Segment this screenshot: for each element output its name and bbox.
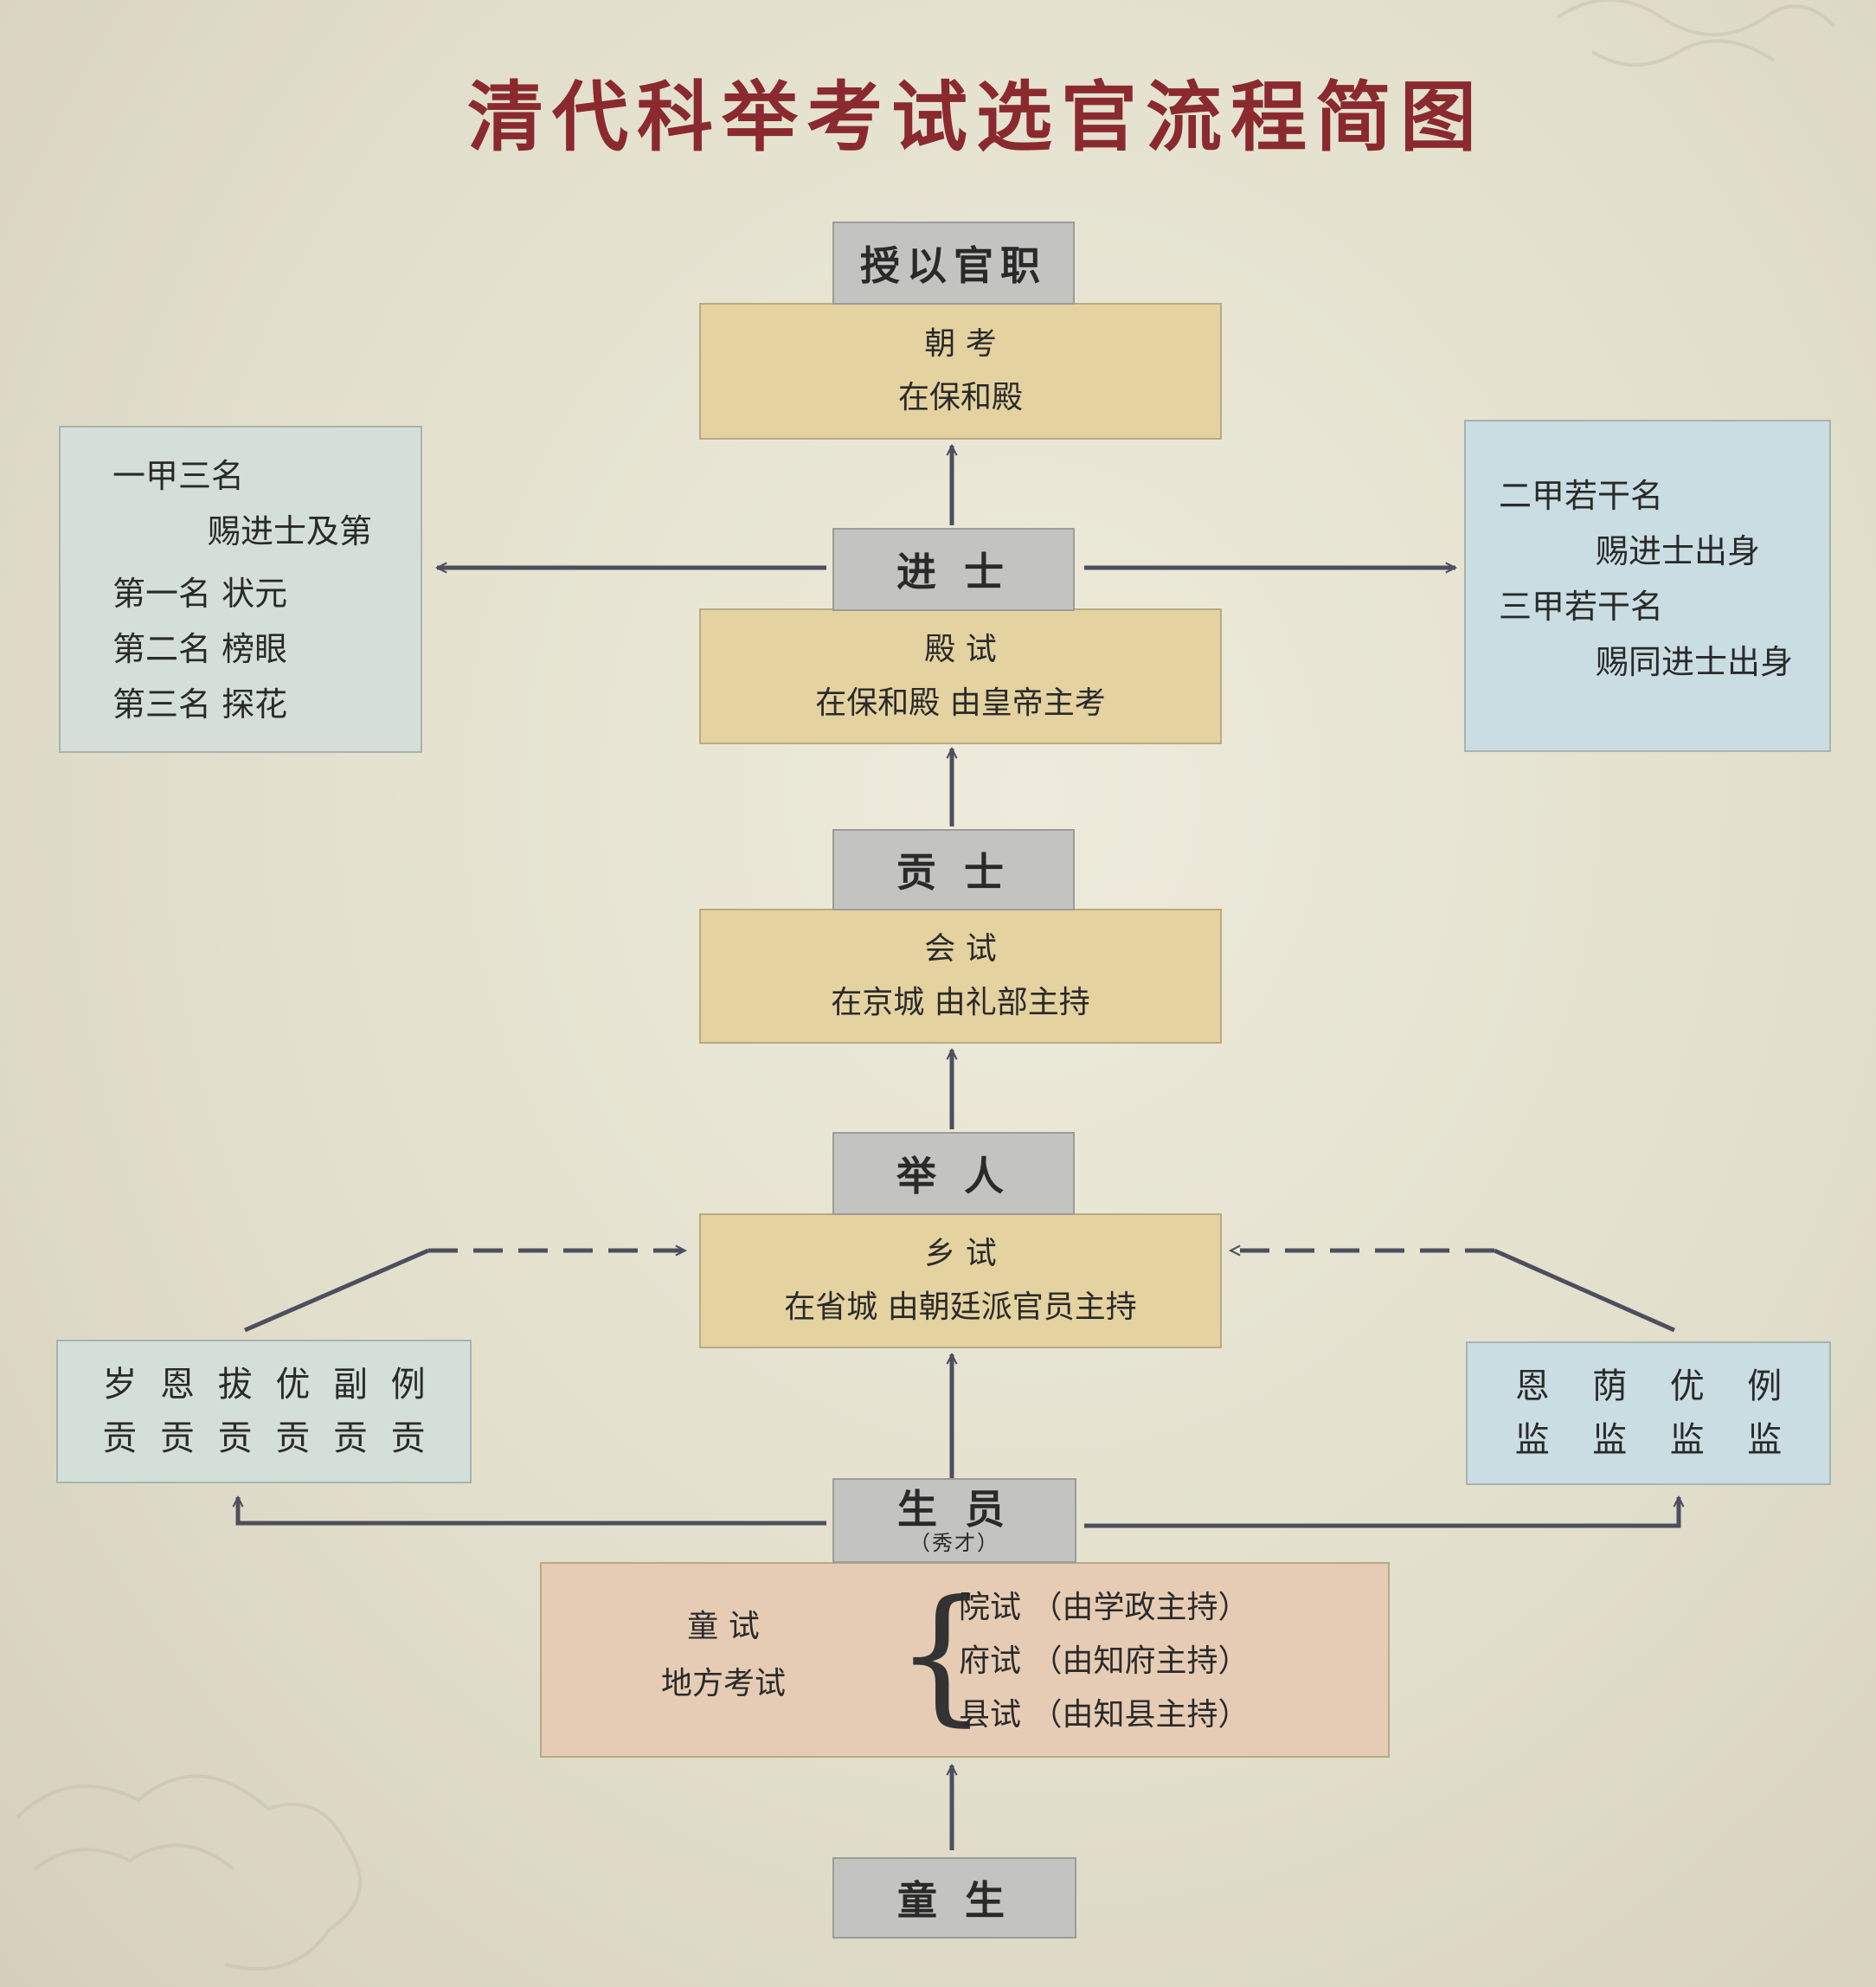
exam-chaokao-name: 朝 考 [924,326,997,362]
cloud-bottom-left [16,1774,362,1971]
yijia-sub: 赐进士及第 [208,512,373,550]
jian-top-2: 优 [1669,1366,1705,1406]
erjia-box: 二甲若干名 赐进士出身 三甲若干名 赐同进士出身 [1464,420,1831,752]
yijia-row-tanhua: 第三名 探花 [112,685,288,723]
gong-top-5: 例 [390,1365,426,1405]
exam-tongshi-desc: 地方考试 [660,1666,786,1701]
line-jian-diagonal [1493,1248,1676,1333]
rank-shengyuan-note: （秀才） [909,1531,999,1555]
gong-top-3: 优 [275,1365,311,1405]
exam-chaokao: 朝 考 在保和殿 [699,303,1222,440]
rank-jinshi: 进 士 [832,528,1075,611]
exam-dianshi-name: 殿 试 [924,631,997,667]
exam-dianshi: 殿 试 在保和殿 由皇帝主考 [699,608,1222,744]
exam-tongshi: 童 试 地方考试 { 院试 （由学政主持） 府试 （由知府主持） 县试 （由知县… [540,1562,1390,1758]
erjia-line3: 三甲若干名 [1499,588,1664,626]
cloud-bottom-left-2 [33,1843,235,1871]
tongshi-level-yuanshi: 院试 （由学政主持） [959,1590,1250,1625]
gong-top-2: 拔 [217,1365,253,1405]
jian-top-0: 恩 [1514,1366,1550,1406]
exam-tongshi-name: 童 试 [687,1609,760,1644]
gong-box: 岁 恩 拔 优 副 例 贡 贡 贡 贡 贡 贡 [56,1340,472,1483]
cloud-top-right-2 [1590,39,1776,67]
rank-gongshi: 贡 士 [832,829,1075,910]
tongshi-level-xianshi: 县试 （由知县主持） [959,1697,1250,1733]
exam-xiangshi-desc: 在省城 由朝廷派官员主持 [784,1289,1137,1325]
erjia-line1: 二甲若干名 [1499,477,1664,515]
cloud-top-right [1556,0,1836,36]
exam-xiangshi: 乡 试 在省城 由朝廷派官员主持 [699,1213,1222,1348]
gong-bottom-3: 贡 [275,1418,311,1458]
gong-top-1: 恩 [159,1365,195,1405]
rank-gongshi-label: 贡 士 [896,849,1011,896]
exam-huishi: 会 试 在京城 由礼部主持 [699,909,1222,1044]
brace-icon: { [895,1569,989,1740]
tongshi-level-fushi: 府试 （由知府主持） [959,1643,1250,1679]
erjia-line4: 赐同进士出身 [1596,643,1794,681]
gong-bottom-1: 贡 [159,1418,195,1458]
yijia-row-bangyan: 第二名 榜眼 [112,630,288,668]
jian-bottom-2: 监 [1669,1420,1705,1460]
arrow-shengyuan-to-gong [238,1497,826,1526]
exam-xiangshi-name: 乡 试 [924,1236,997,1271]
exam-dianshi-desc: 在保和殿 由皇帝主考 [815,685,1106,721]
rank-shengyuan-label: 生 员 [896,1486,1012,1533]
yijia-box: 一甲三名 赐进士及第 第一名 状元 第二名 榜眼 第三名 探花 [59,426,422,753]
rank-tongsheng-label: 童 生 [896,1877,1012,1924]
tongshi-left: 童 试 地方考试 [620,1598,827,1713]
jian-top-1: 荫 [1592,1366,1628,1406]
erjia-line2: 赐进士出身 [1596,532,1761,570]
exam-huishi-name: 会 试 [924,931,997,967]
jian-bottom-3: 监 [1747,1420,1783,1460]
rank-jinshi-label: 进 士 [896,549,1011,595]
jian-top-3: 例 [1747,1366,1783,1406]
gong-top-0: 岁 [102,1365,138,1405]
gong-bottom-0: 贡 [102,1418,138,1458]
jian-bottom-1: 监 [1592,1420,1628,1460]
yijia-row-zhuangyuan: 第一名 状元 [112,575,288,613]
tongshi-levels: 院试 （由学政主持） 府试 （由知府主持） 县试 （由知县主持） [959,1581,1249,1742]
rank-shengyuan: 生 员 （秀才） [832,1478,1076,1563]
rank-shouyi-label: 授以官职 [860,242,1047,289]
line-gong-diagonal [244,1248,429,1333]
rank-shouyi-guanzhi: 授以官职 [832,222,1075,305]
gong-bottom-4: 贡 [332,1418,368,1458]
gong-bottom-2: 贡 [217,1418,253,1458]
yijia-heading: 一甲三名 [112,457,245,495]
rank-juren: 举 人 [832,1132,1075,1215]
exam-chaokao-desc: 在保和殿 [897,380,1023,415]
gong-bottom-5: 贡 [390,1418,426,1458]
gong-top-4: 副 [332,1365,368,1405]
page-title: 清代科举考试选官流程简图 [467,72,1486,162]
rank-juren-label: 举 人 [896,1153,1011,1199]
jian-bottom-0: 监 [1514,1420,1550,1460]
jian-box: 恩 荫 优 例 监 监 监 监 [1466,1341,1831,1485]
exam-huishi-desc: 在京城 由礼部主持 [831,985,1090,1020]
rank-tongsheng: 童 生 [832,1857,1076,1939]
arrow-shengyuan-to-jian [1084,1497,1679,1528]
